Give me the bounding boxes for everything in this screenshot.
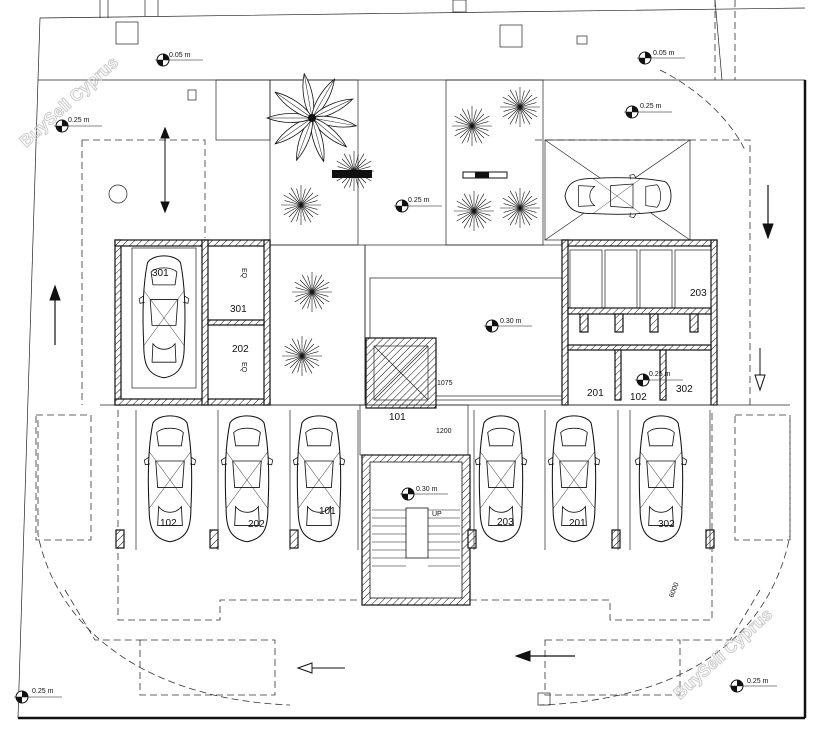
- level-stair-hall: 0.30 m: [416, 486, 438, 493]
- level-upper-right: 0.25 m: [640, 103, 662, 110]
- shrub-4: [454, 191, 494, 231]
- level-top-left: 0.05 m: [169, 52, 191, 59]
- bay-203-label: 203: [497, 517, 514, 528]
- bay-101-label: 101: [319, 506, 336, 517]
- eq-label-1: EQ: [240, 268, 247, 279]
- store-202-label: 202: [232, 344, 249, 355]
- watermark-bottom: BuySell Cyprus: [670, 605, 776, 703]
- watermark-top: BuySell Cyprus: [16, 53, 122, 151]
- traffic-arrows: [49, 126, 774, 674]
- dim-6000: 6000: [668, 582, 680, 599]
- bay-labels: 102 202 101 203 201 302: [160, 506, 675, 530]
- garage-301-label: 301: [152, 268, 169, 279]
- store-201-label: 201: [587, 388, 604, 399]
- car-driveway: [564, 173, 672, 219]
- shrub-7: [282, 336, 322, 376]
- room-labels: 301 301 202 EQ EQ 203 201 102 302 101 10…: [152, 268, 707, 599]
- driveway-outlines: [35, 0, 791, 706]
- shrub-3: [500, 87, 540, 127]
- level-upper-left: 0.25 m: [68, 117, 90, 124]
- shrub-5: [500, 188, 540, 228]
- level-lobby: 0.30 m: [500, 318, 522, 325]
- entrance-101-label: 101: [389, 412, 406, 423]
- level-courtyard: 0.25 m: [408, 197, 430, 204]
- store-203-label: 203: [690, 288, 707, 299]
- level-markers: 0.05 m 0.05 m 0.25 m 0.25 m 0.25 m 0.30 …: [13, 50, 778, 704]
- dim-1200: 1200: [436, 428, 452, 435]
- plot-boundary: [17, 0, 807, 720]
- bay-102-label: 102: [160, 518, 177, 529]
- stair-up-label: UP: [432, 511, 442, 518]
- store-102-label: 102: [630, 392, 647, 403]
- eq-label-2: EQ: [240, 362, 247, 373]
- shrubs: [281, 87, 540, 376]
- shrub-0: [281, 185, 321, 225]
- shrub-6: [292, 272, 332, 312]
- level-bottom-right: 0.25 m: [747, 678, 769, 685]
- level-bottom-left: 0.25 m: [32, 688, 54, 695]
- parked-car-1: [220, 415, 274, 543]
- level-top-right: 0.05 m: [653, 50, 675, 57]
- bay-302-label: 302: [658, 519, 675, 530]
- parking-bays: [100, 404, 790, 550]
- parked-car-2: [292, 415, 346, 543]
- dim-1075: 1075: [437, 380, 453, 387]
- shrub-1: [334, 151, 374, 191]
- palm-tree: [266, 72, 358, 164]
- store-301-label: 301: [230, 304, 247, 315]
- store-302-label: 302: [676, 384, 693, 395]
- bay-202-label: 202: [248, 519, 265, 530]
- bay-201-label: 201: [569, 518, 586, 529]
- level-store-area: 0.25 m: [649, 371, 671, 378]
- building: [114, 239, 718, 606]
- shrub-2: [452, 106, 492, 146]
